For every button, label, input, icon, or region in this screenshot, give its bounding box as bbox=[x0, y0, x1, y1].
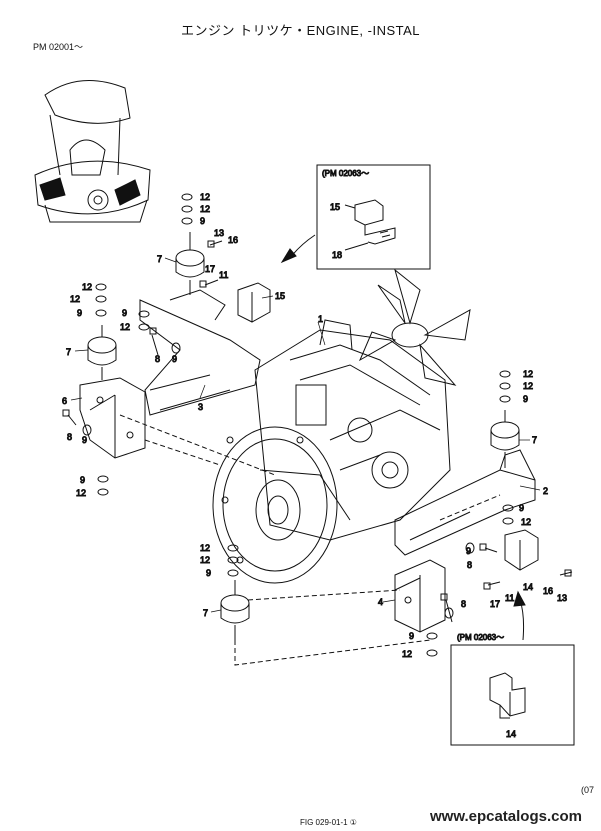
callout-7-right: 7 bbox=[532, 435, 537, 445]
assembly-lines bbox=[119, 414, 501, 666]
callout-right-12a: 12 bbox=[523, 369, 533, 379]
callout-front-12a: 12 bbox=[200, 543, 210, 553]
callout-9-bracket3b: 9 bbox=[172, 354, 177, 364]
callout-top-9: 9 bbox=[200, 216, 205, 226]
bracket-15 bbox=[237, 282, 271, 323]
callout-top-12a: 12 bbox=[200, 192, 210, 202]
serial-range: PM 02001～ bbox=[33, 42, 84, 52]
callout-front-12b: 12 bbox=[200, 555, 210, 565]
callout-right-low-12: 12 bbox=[521, 517, 531, 527]
inset-top-serial: (PM 02063～ bbox=[322, 169, 369, 178]
callout-1: 1 bbox=[318, 314, 323, 324]
callout-left-12b: 12 bbox=[70, 294, 80, 304]
callout-right-9: 9 bbox=[523, 394, 528, 404]
callout-12-bracket3: 12 bbox=[120, 322, 130, 332]
callout-right-low-9: 9 bbox=[519, 503, 524, 513]
callout-8-left: 8 bbox=[67, 432, 72, 442]
callout-front-9: 9 bbox=[206, 568, 211, 578]
inset-arrow-bottom bbox=[513, 590, 526, 641]
callout-9-left: 9 bbox=[82, 435, 87, 445]
callout-top-12b: 12 bbox=[200, 204, 210, 214]
page-code: (07 bbox=[581, 785, 595, 795]
bracket-3 bbox=[139, 289, 261, 416]
callout-8-right: 8 bbox=[467, 560, 472, 570]
callout-right-12b: 12 bbox=[523, 381, 533, 391]
callout-2: 2 bbox=[543, 486, 548, 496]
callout-left-9: 9 bbox=[77, 308, 82, 318]
flywheel-housing bbox=[212, 426, 338, 584]
callout-16-top: 16 bbox=[228, 235, 238, 245]
leader-lines bbox=[70, 257, 541, 613]
bracket-4 bbox=[394, 559, 446, 633]
bracket-2 bbox=[394, 449, 536, 556]
mount-rubber-left bbox=[87, 325, 117, 380]
engine-block bbox=[254, 319, 451, 541]
bracket-14 bbox=[504, 529, 539, 571]
callout-11-right: 11 bbox=[505, 593, 514, 603]
callout-13-top: 13 bbox=[214, 228, 224, 238]
mount-rubber-front bbox=[220, 580, 250, 640]
callout-6: 6 bbox=[62, 396, 67, 406]
callout-left-12a: 12 bbox=[82, 282, 92, 292]
callout-15: 15 bbox=[275, 291, 285, 301]
callout-7-left: 7 bbox=[66, 347, 71, 357]
figure-reference: FIG 029-01-1 ① bbox=[300, 818, 357, 827]
bolts bbox=[62, 240, 573, 623]
callout-front-low-9: 9 bbox=[409, 631, 414, 641]
callout-front-low-12: 12 bbox=[402, 649, 412, 659]
inset-top-callout-15: 15 bbox=[330, 202, 340, 212]
callout-8-bracket3: 8 bbox=[155, 354, 160, 364]
callout-11-top: 11 bbox=[219, 270, 228, 280]
inset-bottom-serial: (PM 02063～ bbox=[457, 633, 504, 642]
callout-9-bracket3: 9 bbox=[122, 308, 127, 318]
callout-left-low-12: 12 bbox=[76, 488, 86, 498]
machine-thumbnail bbox=[34, 79, 151, 223]
washer-stacks bbox=[82, 193, 514, 657]
cooling-fan bbox=[358, 268, 471, 386]
callout-8-front: 8 bbox=[461, 599, 466, 609]
callout-7-front: 7 bbox=[203, 608, 208, 618]
bracket-6 bbox=[79, 377, 146, 459]
callout-left-low-9: 9 bbox=[80, 475, 85, 485]
watermark: www.epcatalogs.com bbox=[430, 808, 582, 825]
callout-16-right: 16 bbox=[543, 586, 553, 596]
callout-7-top: 7 bbox=[157, 254, 162, 264]
callout-13-right: 13 bbox=[557, 593, 567, 603]
page-title: エンジン トリツケ・ENGINE, -INSTAL bbox=[180, 23, 421, 38]
inset-arrow bbox=[280, 234, 316, 264]
callout-3: 3 bbox=[198, 402, 203, 412]
inset-box-top bbox=[316, 164, 431, 270]
mount-rubber-right bbox=[490, 410, 520, 468]
callout-9-right: 9 bbox=[466, 546, 471, 556]
callout-17-right: 17 bbox=[490, 599, 500, 609]
callout-14: 14 bbox=[523, 582, 533, 592]
callout-17-top: 17 bbox=[205, 264, 215, 274]
inset-box-bottom bbox=[450, 644, 575, 746]
mount-rubber-top bbox=[175, 232, 205, 295]
callout-4: 4 bbox=[378, 597, 383, 607]
inset-top-callout-18: 18 bbox=[332, 250, 342, 260]
inset-bottom-callout-14: 14 bbox=[506, 729, 516, 739]
